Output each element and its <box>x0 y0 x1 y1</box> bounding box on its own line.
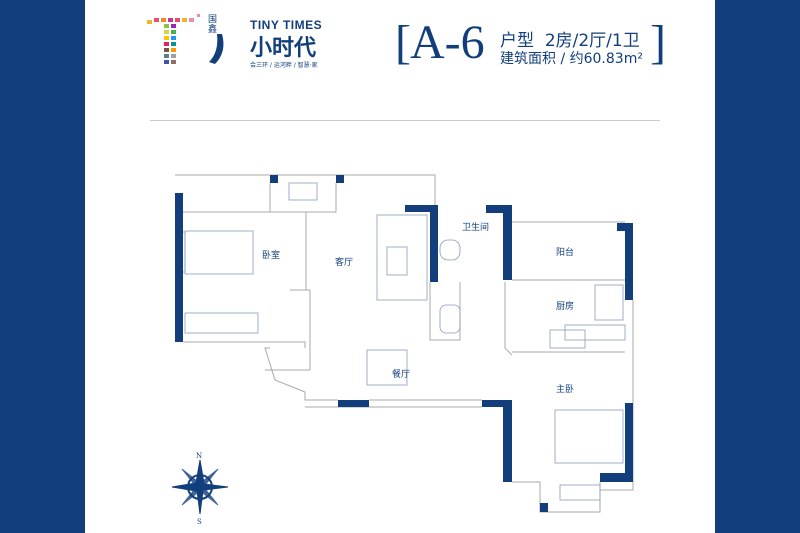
brand-slogan: 会三环 / 运河畔 / 智慧·家 <box>250 62 318 69</box>
compass-north: N <box>196 452 202 460</box>
walls <box>175 175 633 512</box>
unit-layout: 2房/2厅/1卫 <box>544 31 640 51</box>
compass-south: S <box>197 518 202 526</box>
header-divider <box>150 120 660 121</box>
furniture <box>179 182 626 501</box>
left-bracket: [ <box>395 16 411 69</box>
brand-chinese: 小时代 <box>250 36 317 61</box>
unit-area: 建筑面积 / 约60.83m² <box>500 51 643 67</box>
right-blue-band <box>715 0 800 533</box>
compass-rose-icon <box>171 459 229 515</box>
room-dining: 餐厅 <box>392 368 410 380</box>
room-bedroom: 卧室 <box>262 249 280 261</box>
brand-english: TINY TIMES <box>250 18 323 32</box>
unit-type: 户型 2房/2厅/1卫 <box>500 26 640 51</box>
brand-prefix: 国鑫 <box>208 15 218 35</box>
unit-type-label: 户型 <box>500 31 534 51</box>
left-blue-band <box>0 0 85 533</box>
room-balcony: 阳台 <box>556 246 574 258</box>
unit-code: A-6 <box>410 16 485 69</box>
logo-mosaic-icon <box>147 14 224 64</box>
room-bathroom: 卫生间 <box>462 221 489 233</box>
room-master-bedroom: 主卧 <box>556 383 574 395</box>
right-bracket: ] <box>650 16 666 69</box>
room-living: 客厅 <box>335 256 353 268</box>
room-kitchen: 厨房 <box>556 300 574 312</box>
